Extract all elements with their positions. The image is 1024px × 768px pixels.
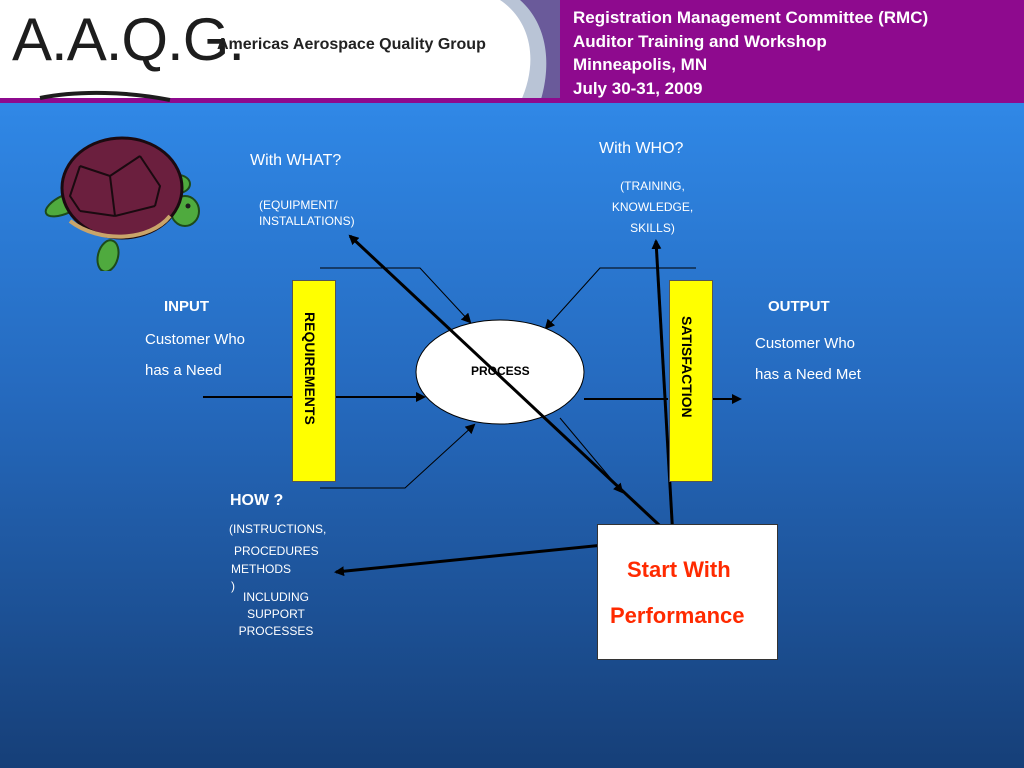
process-label: PROCESS	[471, 364, 530, 378]
performance-to-what-arrow	[348, 234, 675, 540]
title-line: Auditor Training and Workshop	[573, 31, 827, 51]
output-label: OUTPUT	[768, 298, 830, 315]
satisfaction-label: SATISFACTION	[679, 316, 695, 418]
satisfaction-bar	[669, 280, 713, 482]
how-detail: (INSTRUCTIONS,	[229, 521, 326, 537]
header-title: Registration Management Committee (RMC) …	[573, 6, 928, 100]
with-who-detail: (TRAINING, KNOWLEDGE, SKILLS)	[595, 176, 710, 239]
requirements-label: REQUIREMENTS	[302, 312, 318, 425]
with-what-detail: (EQUIPMENT/ INSTALLATIONS)	[259, 197, 355, 229]
title-line: July 30-31, 2009	[573, 78, 703, 98]
requirements-bar	[292, 280, 336, 482]
process-ellipse	[415, 319, 585, 425]
title-line: Registration Management Committee (RMC)	[573, 8, 929, 27]
detail-line: (INSTRUCTIONS,	[229, 522, 327, 536]
org-name: Americas Aerospace Quality Group	[217, 36, 486, 53]
logo-q-swirl-icon	[39, 90, 171, 102]
performance-label: Performance	[610, 603, 745, 628]
input-label: INPUT	[164, 298, 209, 315]
detail-line: (TRAINING,	[620, 179, 685, 193]
turtle-illustration	[44, 136, 200, 271]
how-detail-paren: )	[231, 579, 235, 593]
detail-line: Customer Who	[145, 331, 246, 348]
detail-line: INCLUDING	[242, 590, 309, 604]
detail-line: Customer Who	[755, 335, 856, 352]
start-with-label: Start With	[627, 557, 731, 582]
performance-to-who-arrow	[651, 239, 675, 539]
logo: A.A.Q.G.	[12, 6, 245, 73]
with-who-label: With WHO?	[599, 140, 684, 157]
detail-line: PROCESSES	[238, 624, 314, 638]
how-detail-support: INCLUDING SUPPORT PROCESSES	[223, 589, 329, 640]
how-detail-procedures: PROCEDURES	[234, 544, 319, 558]
start-with-performance-box	[597, 524, 778, 660]
detail-line: (EQUIPMENT/	[259, 198, 338, 212]
header-background	[0, 0, 1024, 103]
how-label: HOW ?	[230, 492, 284, 509]
detail-line: KNOWLEDGE,	[611, 200, 694, 214]
detail-line: has a Need	[145, 362, 222, 379]
with-what-label: With WHAT?	[250, 152, 342, 169]
what-feed-arrow	[320, 267, 472, 324]
input-detail: Customer Who has a Need	[145, 324, 245, 386]
detail-line: SUPPORT	[247, 607, 305, 621]
detail-line: INSTALLATIONS)	[259, 214, 355, 228]
title-line: Minneapolis, MN	[573, 55, 708, 74]
how-feed-arrow	[320, 423, 476, 489]
detail-line: has a Need Met	[755, 366, 861, 383]
output-detail: Customer Who has a Need Met	[755, 328, 861, 390]
header: A.A.Q.G. Americas Aerospace Quality Grou…	[0, 0, 1024, 103]
how-detail-methods: METHODS	[231, 562, 291, 576]
detail-line: SKILLS)	[630, 221, 675, 235]
who-feed-arrow	[544, 267, 696, 330]
